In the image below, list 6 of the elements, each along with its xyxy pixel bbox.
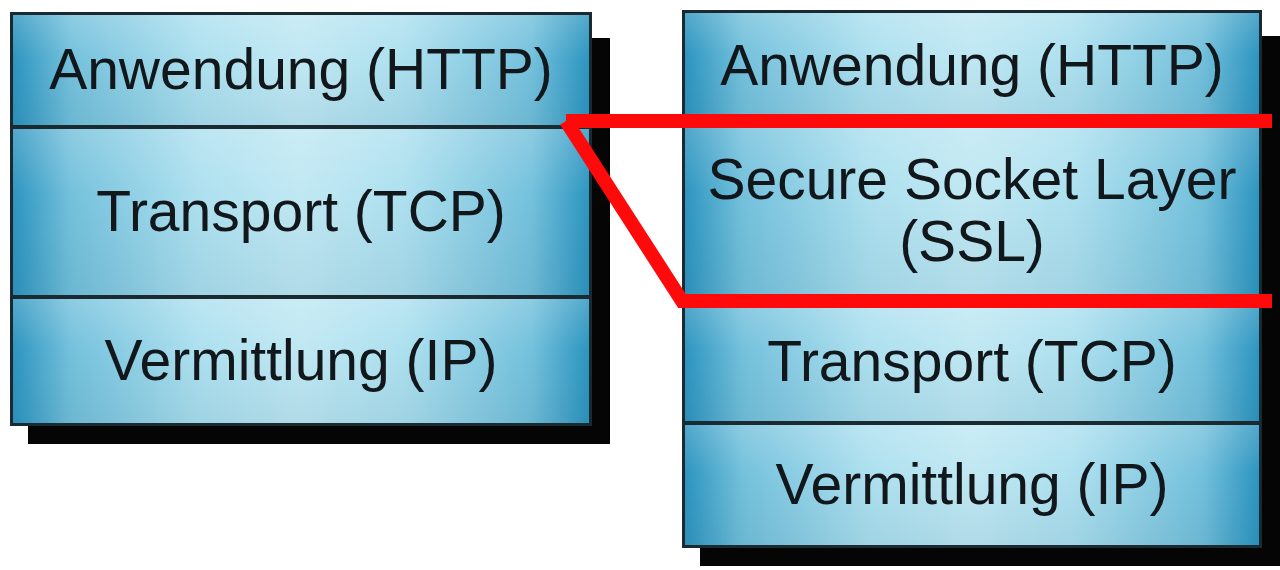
protocol-stack [682,10,1280,566]
protocol-layer: Vermittlung (IP) [685,425,1259,545]
protocol-layer: Vermittlung (IP) [13,299,589,423]
protocol-layer: Anwendung (HTTP) [13,15,589,125]
protocol-stack [10,12,610,444]
protocol-layer: Transport (TCP) [13,129,589,295]
